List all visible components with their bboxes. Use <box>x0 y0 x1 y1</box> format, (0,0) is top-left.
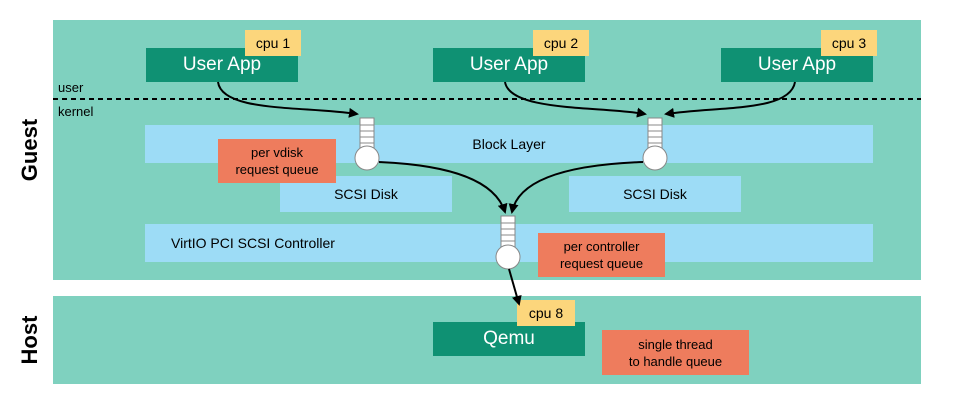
controller-queue-note: per controller request queue <box>538 233 665 277</box>
block-layer-label: Block Layer <box>472 136 546 152</box>
user-app-2-label: User App <box>469 54 549 75</box>
virtio-controller-label: VirtIO PCI SCSI Controller <box>171 235 335 251</box>
controller-queue-note-text: per controller request queue <box>559 239 644 271</box>
user-app-1-label: User App <box>182 54 262 75</box>
controller-queue-icon <box>495 215 521 270</box>
cpu-tag-3: cpu 3 <box>821 30 877 56</box>
arrow-vdisk-queue-1-to-controller <box>378 161 508 214</box>
single-thread-note-text: single thread to handle queue <box>628 336 723 369</box>
scsi-disk-2-label: SCSI Disk <box>623 186 687 202</box>
arrow-app1-to-vdisk-queue-1 <box>217 81 359 118</box>
user-app-3-label: User App <box>757 54 837 75</box>
vdisk-queue-1-icon <box>354 117 380 171</box>
scsi-disk-1: SCSI Disk <box>280 176 452 212</box>
vdisk-queue-2-icon <box>642 117 668 171</box>
cpu-tag-2: cpu 2 <box>533 30 589 56</box>
cpu-tag-8: cpu 8 <box>517 300 575 326</box>
arrow-controller-to-qemu <box>508 268 522 306</box>
arrow-app2-to-vdisk-queue-2 <box>504 81 647 118</box>
arrow-vdisk-queue-2-to-controller <box>508 161 644 214</box>
scsi-disk-1-label: SCSI Disk <box>334 186 398 202</box>
user-space-label: user <box>58 80 84 95</box>
qemu-label: Qemu <box>483 328 535 349</box>
single-thread-note: single thread to handle queue <box>602 330 749 375</box>
vdisk-queue-note-text: per vdisk request queue <box>235 145 319 177</box>
qemu-box: Qemu <box>433 322 585 356</box>
vdisk-queue-note: per vdisk request queue <box>218 139 336 183</box>
scsi-disk-2: SCSI Disk <box>569 176 741 212</box>
cpu-tag-1: cpu 1 <box>245 30 301 56</box>
arrow-app3-to-vdisk-queue-2 <box>664 81 796 118</box>
kernel-space-label: kernel <box>58 104 94 119</box>
